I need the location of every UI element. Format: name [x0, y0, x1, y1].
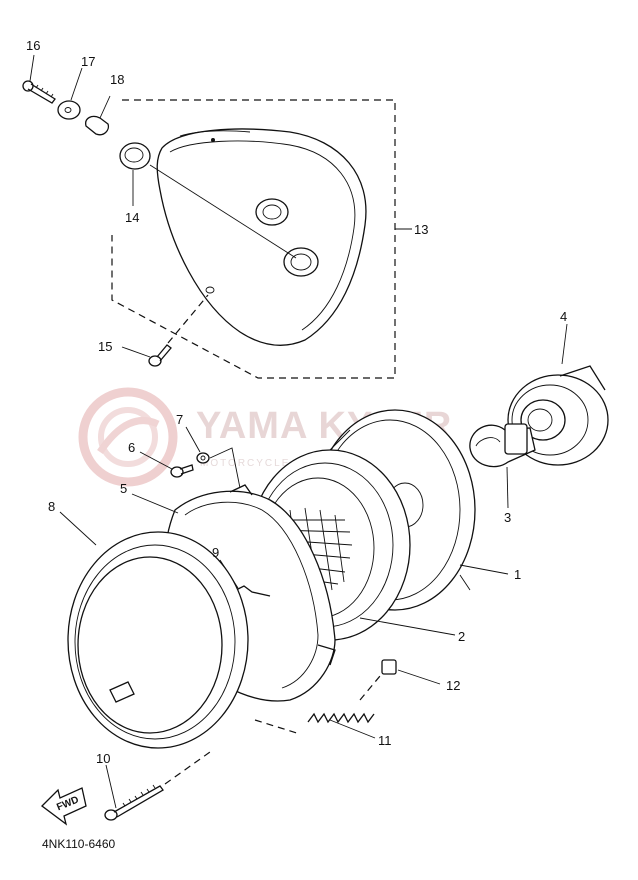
callout-11: 11 [378, 733, 392, 748]
callout-9: 9 [212, 545, 219, 560]
screw-15 [121, 294, 209, 367]
group-boundary-13 [111, 99, 396, 379]
callout-6: 6 [128, 440, 135, 455]
callout-16: 16 [26, 38, 40, 53]
callout-12: 12 [446, 678, 460, 693]
spring-11 [254, 675, 381, 739]
callout-5: 5 [120, 481, 127, 496]
circle-logo-icon [78, 387, 178, 487]
grommet-14 [119, 142, 297, 259]
callout-15: 15 [98, 339, 112, 354]
bolt-6 [139, 451, 194, 478]
bulb-3 [469, 423, 536, 509]
headlight-shell [156, 128, 367, 346]
callout-13: 13 [414, 222, 428, 237]
callout-2: 2 [458, 629, 465, 644]
cap-18 [85, 95, 111, 136]
callout-17: 17 [81, 54, 95, 69]
diagram-part-number: 4NK110-6460 [42, 837, 115, 851]
callout-4: 4 [560, 309, 567, 324]
callout-8: 8 [48, 499, 55, 514]
callout-1: 1 [514, 567, 521, 582]
forward-arrow-icon: FWD [41, 787, 87, 826]
callout-14: 14 [125, 210, 139, 225]
nut-12 [381, 659, 441, 685]
bolt-16 [22, 54, 56, 104]
rim-8 [59, 511, 249, 749]
screw-10 [104, 751, 211, 821]
washer-17 [57, 67, 83, 120]
headlight-body-group [22, 54, 412, 379]
callout-3: 3 [504, 510, 511, 525]
callout-10: 10 [96, 751, 110, 766]
callout-labels: 16 17 18 14 13 15 4 7 6 5 8 3 9 1 2 12 1… [26, 38, 567, 766]
callout-18: 18 [110, 72, 124, 87]
washer-7 [185, 426, 241, 489]
callout-7: 7 [176, 412, 183, 427]
headlight-assembly-group: FWD [41, 323, 609, 826]
